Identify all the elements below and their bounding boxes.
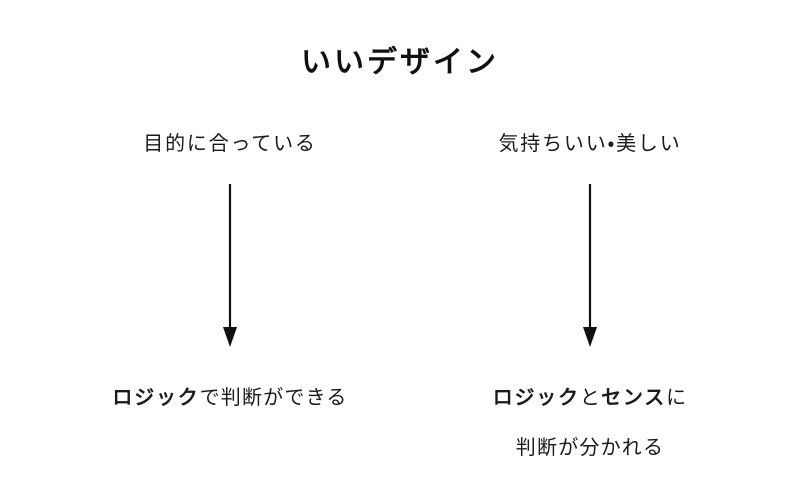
down-arrow-icon-sense bbox=[580, 184, 600, 348]
conclusion-segment-strong: ロジック bbox=[112, 385, 200, 409]
conclusion-line: 判断が分かれる bbox=[410, 422, 770, 472]
conclusion-logic: ロジックで判断ができる bbox=[50, 372, 410, 422]
column-heading-sense: 気持ちいい・美しい bbox=[498, 131, 682, 155]
conclusion-segment-normal: で判断ができる bbox=[199, 385, 348, 409]
conclusion-sense: ロジックとセンスに 判断が分かれる bbox=[410, 372, 770, 472]
conclusion-segment-strong: ロジック bbox=[492, 385, 580, 409]
conclusion-line: ロジックとセンスに bbox=[410, 372, 770, 422]
conclusion-segment-normal: 判断が分かれる bbox=[515, 435, 665, 459]
column-logic: 目的に合っている ロジックで判断ができる bbox=[70, 0, 390, 500]
column-heading-logic: 目的に合っている bbox=[143, 131, 317, 155]
down-arrow-icon-logic bbox=[220, 184, 240, 348]
conclusion-segment-normal: と bbox=[579, 385, 602, 409]
conclusion-segment-normal: に bbox=[666, 385, 688, 409]
page-title: いいデザイン bbox=[301, 45, 499, 80]
column-sense: 気持ちいい・美しい ロジックとセンスに 判断が分かれる bbox=[430, 0, 750, 500]
conclusion-segment-strong: センス bbox=[601, 385, 667, 409]
conclusion-line: ロジックで判断ができる bbox=[50, 372, 410, 422]
